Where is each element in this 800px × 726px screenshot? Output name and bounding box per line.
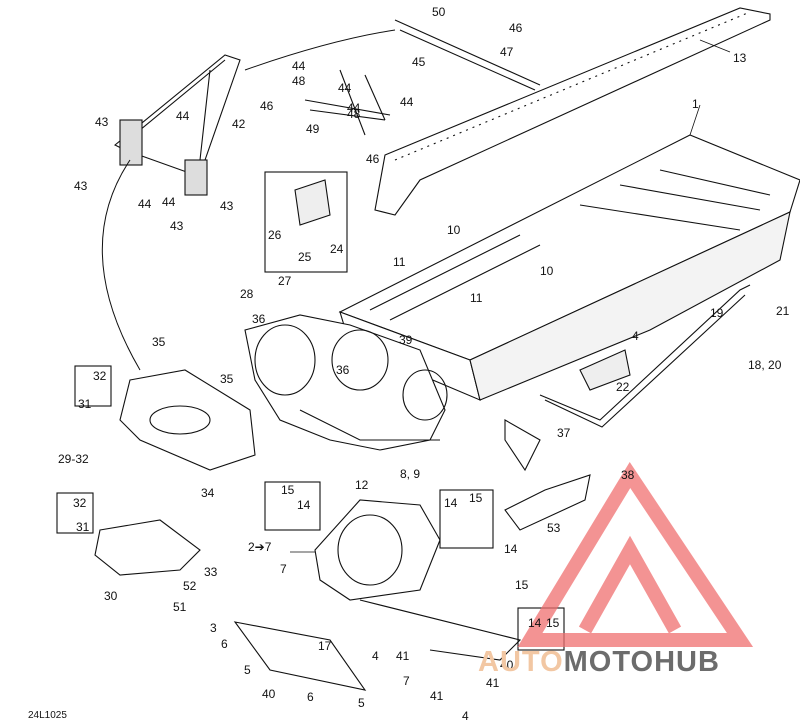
watermark-text-c: HUB bbox=[654, 646, 720, 678]
part-label: 6 bbox=[307, 690, 314, 704]
part-label: 25 bbox=[298, 250, 312, 264]
part-label: 31 bbox=[78, 397, 92, 411]
part-label: 44 bbox=[347, 101, 361, 115]
part-label: 14 bbox=[504, 542, 518, 556]
part-label: 45 bbox=[412, 55, 426, 69]
part-label: 7 bbox=[280, 562, 287, 576]
part-label: 44 bbox=[138, 197, 152, 211]
part-label: 40 bbox=[500, 658, 514, 672]
part-label: 53 bbox=[547, 521, 561, 535]
part-label: 46 bbox=[509, 21, 523, 35]
part-label: 46 bbox=[260, 99, 274, 113]
part-label: 39 bbox=[399, 333, 413, 347]
watermark-text-b: MOTO bbox=[563, 646, 655, 678]
part-label: 41 bbox=[430, 689, 444, 703]
part-label: 41 bbox=[486, 676, 500, 690]
part-label: 11 bbox=[470, 291, 483, 305]
part-label: 36 bbox=[252, 312, 266, 326]
part-label: 34 bbox=[201, 486, 215, 500]
part-label: 47 bbox=[500, 45, 514, 59]
part-label: 42 bbox=[232, 117, 246, 131]
part-label: 14 bbox=[297, 498, 311, 512]
part-label: 24 bbox=[330, 242, 344, 256]
part-label: 21 bbox=[776, 304, 790, 318]
part-label: 14 bbox=[528, 616, 542, 630]
part-label: 4 bbox=[462, 709, 469, 723]
part-label: 18, 20 bbox=[748, 358, 782, 372]
part-label: 2➔7 bbox=[248, 540, 272, 554]
lower-frame bbox=[314, 499, 441, 601]
watermark-text-a: AUTO bbox=[478, 646, 564, 678]
part-label: 6 bbox=[221, 637, 228, 651]
part-label: 3 bbox=[210, 621, 217, 635]
part-label: 41 bbox=[396, 649, 410, 663]
part-label: 44 bbox=[292, 59, 306, 73]
part-label: 31 bbox=[76, 520, 90, 534]
part-label: 44 bbox=[162, 195, 176, 209]
part-label: 30 bbox=[104, 589, 118, 603]
part-label: 14 bbox=[444, 496, 458, 510]
part-label: 26 bbox=[268, 228, 282, 242]
part-label: 33 bbox=[204, 565, 218, 579]
part-label: 28 bbox=[240, 287, 254, 301]
part-label: 29-32 bbox=[58, 452, 89, 466]
part-label: 37 bbox=[557, 426, 571, 440]
part-label: 43 bbox=[74, 179, 88, 193]
part-label: 5 bbox=[244, 663, 251, 677]
part-label: 35 bbox=[220, 372, 234, 386]
part-label: 43 bbox=[95, 115, 109, 129]
part-label: 15 bbox=[546, 616, 560, 630]
part-label: 4 bbox=[632, 329, 639, 343]
part-label: 17 bbox=[318, 639, 332, 653]
part-label: 35 bbox=[152, 335, 166, 349]
part-label: 44 bbox=[176, 109, 190, 123]
part-label: 48 bbox=[347, 107, 361, 121]
part-label: 4 bbox=[372, 649, 379, 663]
watermark-logo bbox=[517, 461, 754, 647]
part-label: 32 bbox=[93, 369, 107, 383]
tunnel-extension bbox=[374, 7, 771, 216]
part-label: 44 bbox=[400, 95, 414, 109]
part-label: 43 bbox=[170, 219, 184, 233]
part-label: 1 bbox=[692, 97, 699, 111]
part-label: 12 bbox=[355, 478, 369, 492]
part-label: 32 bbox=[73, 496, 87, 510]
part-label: 11 bbox=[393, 255, 406, 269]
part-label: 5 bbox=[358, 696, 365, 710]
part-label: 44 bbox=[338, 81, 352, 95]
left-bracket bbox=[119, 369, 256, 471]
part-label: 22 bbox=[616, 380, 630, 394]
part-label: 52 bbox=[183, 579, 197, 593]
watermark-text: AUTOMOTOHUB bbox=[478, 646, 720, 679]
part-label: 50 bbox=[432, 5, 446, 19]
part-label: 38 bbox=[621, 468, 635, 482]
part-label: 51 bbox=[173, 600, 187, 614]
part-label: 15 bbox=[469, 491, 483, 505]
part-label: 8, 9 bbox=[400, 467, 421, 481]
part-label: 15 bbox=[515, 578, 529, 592]
part-label: 43 bbox=[220, 199, 234, 213]
diagram-code: 24L1025 bbox=[28, 710, 67, 721]
part-label: 36 bbox=[336, 363, 350, 377]
part-label: 40 bbox=[262, 687, 276, 701]
part-label: 15 bbox=[281, 483, 295, 497]
part-label: 49 bbox=[306, 122, 320, 136]
part-label: 7 bbox=[403, 674, 410, 688]
part-label: 10 bbox=[540, 264, 554, 278]
part-label: 46 bbox=[366, 152, 380, 166]
part-label: 13 bbox=[733, 51, 747, 65]
part-label: 48 bbox=[292, 74, 306, 88]
part-label: 19 bbox=[710, 306, 724, 320]
part-label: 27 bbox=[278, 274, 292, 288]
part-label: 10 bbox=[447, 223, 461, 237]
